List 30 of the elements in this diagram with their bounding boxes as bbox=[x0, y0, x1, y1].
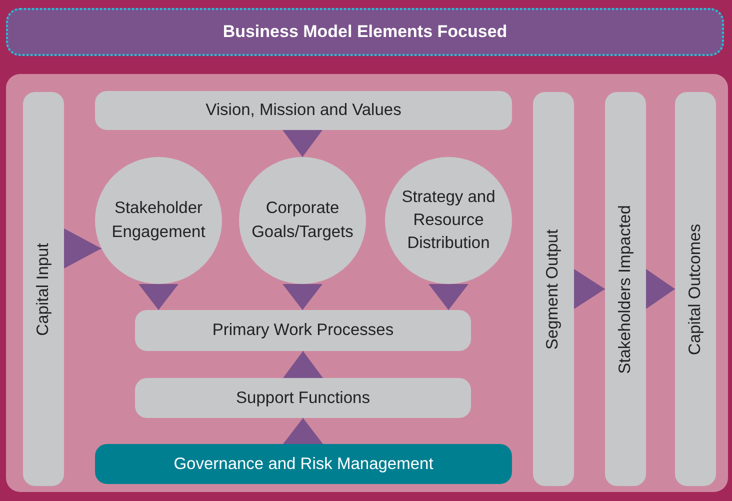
node-label: Governance and Risk Management bbox=[174, 454, 434, 474]
node-label: Support Functions bbox=[236, 388, 370, 408]
chevron-arrow bbox=[282, 130, 322, 158]
node-label: Corporate Goals/Targets bbox=[250, 198, 354, 242]
node-label: Strategy and Resource Distribution bbox=[400, 186, 496, 254]
vertical-bar bbox=[23, 92, 64, 486]
node-label: Stakeholder Engagement bbox=[110, 198, 206, 242]
chevron-arrow bbox=[574, 269, 606, 309]
chevron-arrow bbox=[283, 418, 323, 444]
rounded-box bbox=[95, 91, 512, 130]
node-label: Segment Output bbox=[544, 228, 563, 350]
vertical-bar bbox=[675, 92, 716, 486]
chevron-arrow bbox=[646, 269, 676, 309]
vertical-bar bbox=[605, 92, 646, 486]
node-label: Capital Input bbox=[34, 242, 53, 336]
node-label: Vision, Mission and Values bbox=[206, 101, 402, 120]
chevron-arrow bbox=[282, 284, 322, 310]
chevron-arrow bbox=[64, 228, 102, 268]
node-label: Capital Outcomes bbox=[686, 223, 705, 355]
title-banner: Business Model Elements Focused bbox=[6, 8, 724, 56]
chevron-arrow bbox=[283, 350, 323, 378]
vertical-bar bbox=[533, 92, 574, 486]
chevron-arrow bbox=[428, 284, 468, 310]
node-label: Primary Work Processes bbox=[212, 321, 394, 340]
panel-background bbox=[6, 74, 728, 492]
rounded-box bbox=[135, 310, 471, 351]
node-label: Stakeholders Impacted bbox=[616, 204, 635, 374]
rounded-box bbox=[135, 378, 471, 418]
rounded-box bbox=[95, 444, 512, 484]
chevron-arrow bbox=[138, 284, 178, 310]
